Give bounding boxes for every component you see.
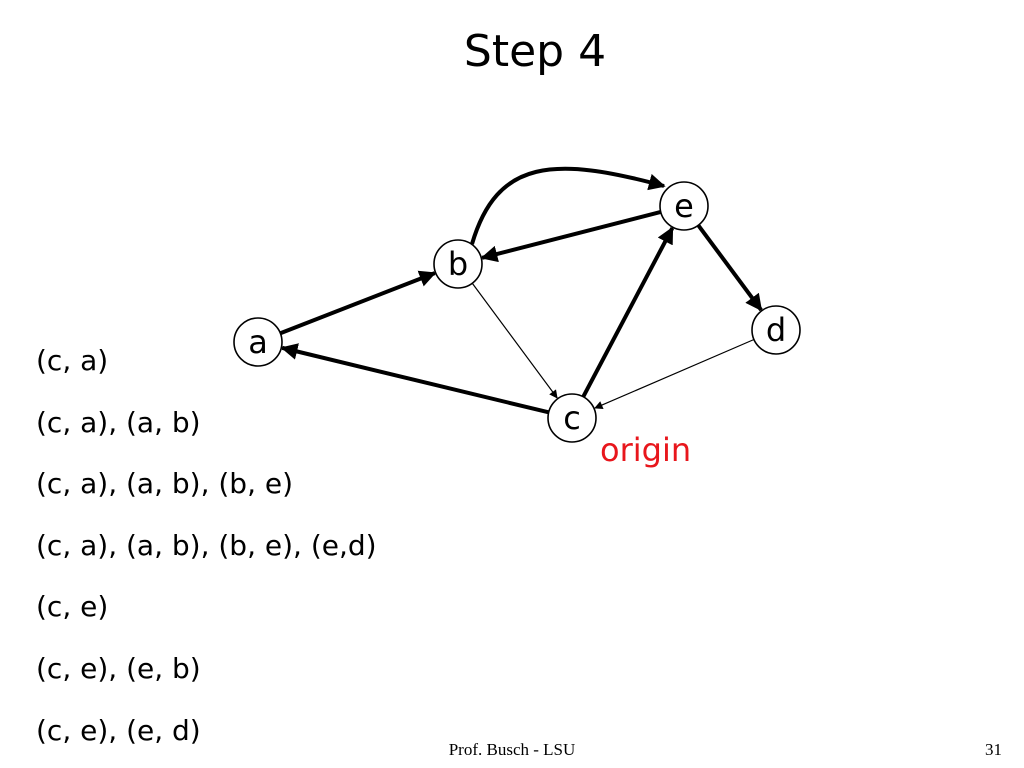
node-circle — [751, 305, 801, 355]
path-list-item: (c, a), (a, b) — [36, 405, 201, 439]
path-list-item: (c, e), (e, d) — [36, 713, 201, 747]
edge-c-to-a — [280, 343, 550, 415]
edge-b-to-e — [470, 166, 666, 245]
path-list-item: (c, a), (a, b), (b, e) — [36, 467, 294, 501]
node-label: e — [674, 187, 694, 225]
page-number: 31 — [985, 740, 1002, 759]
edge-a-to-b — [279, 270, 437, 336]
node-b: b — [433, 239, 483, 289]
edge-e-to-d — [696, 224, 763, 312]
edges — [279, 166, 763, 415]
path-list-item: (c, a), (a, b), (b, e), (e,d) — [36, 528, 377, 562]
origin-label: origin — [600, 431, 691, 469]
node-label: c — [563, 399, 581, 437]
path-list-item: (c, a) — [36, 344, 109, 377]
path-list: (c, a) (c, a), (a, b) (c, a), (a, b), (b, … — [36, 330, 377, 761]
node-label: b — [448, 245, 468, 283]
edge-e-to-b — [480, 210, 662, 263]
edge-c-to-e — [581, 226, 675, 398]
path-list-item: (c, e), (e, b) — [36, 651, 201, 685]
slide-title: Step 4 — [463, 26, 607, 77]
node-circle — [659, 181, 709, 231]
node-c: c — [547, 393, 597, 443]
edge-d-to-c — [594, 338, 755, 409]
node-circle — [547, 393, 597, 443]
footer-credit: Prof. Busch - LSU — [448, 740, 576, 759]
node-e: e — [659, 181, 709, 231]
node-circle — [233, 317, 283, 367]
footer: Prof. Busch - LSU 31 — [0, 740, 1024, 764]
node-label: d — [766, 311, 786, 349]
node-a: a — [233, 317, 283, 367]
edge-b-to-c — [471, 282, 558, 399]
path-list-item: (c, e) — [36, 590, 109, 624]
nodes: a b c d e — [233, 181, 801, 443]
node-circle — [433, 239, 483, 289]
node-label: a — [248, 323, 268, 361]
node-d: d — [751, 305, 801, 355]
